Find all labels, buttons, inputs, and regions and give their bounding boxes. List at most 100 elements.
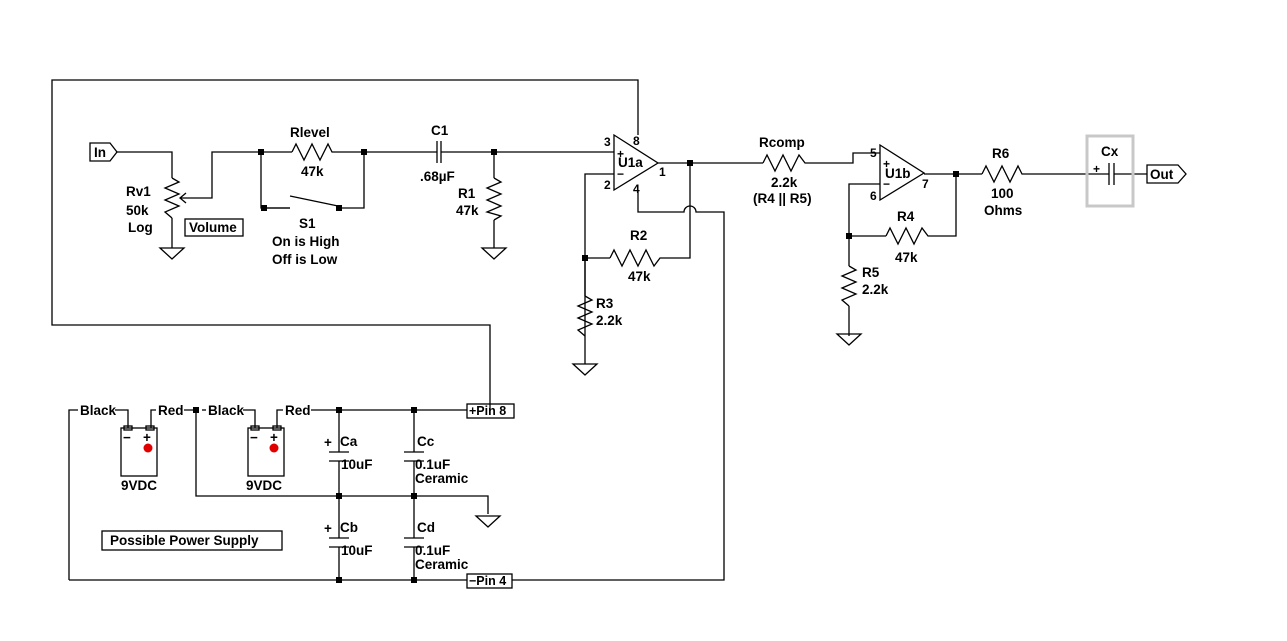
minus-label: − xyxy=(883,177,890,191)
cd-capacitor: Cd 0.1uF Ceramic xyxy=(404,520,469,572)
battery-2: − + 9VDC xyxy=(246,425,285,493)
pin4-label: −Pin 4 xyxy=(469,574,506,588)
cx-label: Cx xyxy=(1101,144,1119,159)
s1-switch: S1 On is High Off is Low xyxy=(266,195,340,267)
r4-value-label: 47k xyxy=(895,250,918,265)
battery-1: − + 9VDC xyxy=(120,425,158,493)
bat2-label: 9VDC xyxy=(246,478,282,493)
u1a-inv-label: 2 xyxy=(604,178,611,192)
ground-icon xyxy=(158,247,186,260)
bat1-label: 9VDC xyxy=(121,478,157,493)
red1-label: Red xyxy=(158,403,184,418)
u1a-label: U1a xyxy=(618,155,643,170)
plus-label: + xyxy=(143,430,151,445)
r6-value-label: 100 xyxy=(991,186,1014,201)
rv1-potentiometer: Rv1 50k Log Volume xyxy=(126,177,244,237)
rlevel-value-label: 47k xyxy=(301,164,324,179)
s1-note2-label: Off is Low xyxy=(272,252,338,267)
r1-value-label: 47k xyxy=(456,203,479,218)
red2-label: Red xyxy=(285,403,311,418)
cx-highlight-box xyxy=(1085,134,1135,208)
minus-label: − xyxy=(617,167,624,181)
plus-label: + xyxy=(324,435,332,450)
plus-label: + xyxy=(270,430,278,445)
cd-label: Cd xyxy=(417,520,435,535)
u1b-inv-label: 6 xyxy=(870,189,877,203)
u1b-label: U1b xyxy=(885,166,911,181)
r1-resistor: R1 47k xyxy=(456,177,503,221)
r5-value-label: 2.2k xyxy=(862,282,889,297)
r1-label: R1 xyxy=(458,186,476,201)
pin8-label: +Pin 8 xyxy=(469,404,506,418)
out-label: Out xyxy=(1150,167,1174,182)
ground-icon xyxy=(480,247,508,260)
ground-symbols xyxy=(158,247,863,528)
r6-label: R6 xyxy=(992,146,1010,161)
wires xyxy=(51,79,1147,581)
ground-icon xyxy=(835,333,863,346)
volume-label: Volume xyxy=(189,220,237,235)
c1-capacitor: C1 .68µF xyxy=(420,123,455,184)
cd-type-label: Ceramic xyxy=(415,557,469,572)
rv1-value-label: 50k xyxy=(126,203,149,218)
r2-value-label: 47k xyxy=(628,269,651,284)
ca-label: Ca xyxy=(340,434,358,449)
u1b-opamp: + − U1b 5 6 7 xyxy=(870,143,929,203)
input-port: In xyxy=(89,142,118,162)
wiper-arrow-icon xyxy=(178,192,192,204)
s1-note1-label: On is High xyxy=(272,234,340,249)
cd-value-label: 0.1uF xyxy=(415,543,450,558)
cb-label: Cb xyxy=(340,520,358,535)
rcomp-resistor: Rcomp 2.2k (R4 || R5) xyxy=(753,135,812,206)
minus-label: − xyxy=(123,430,131,445)
plus-label: + xyxy=(883,157,890,171)
u1b-noninv-label: 5 xyxy=(870,146,877,160)
cc-type-label: Ceramic xyxy=(415,471,469,486)
ca-value-label: 10uF xyxy=(341,457,373,472)
plus-label: + xyxy=(617,147,624,161)
rlevel-resistor: Rlevel 47k xyxy=(290,125,336,179)
positive-terminal-icon xyxy=(269,443,279,453)
ca-capacitor: + Ca 10uF xyxy=(324,434,373,472)
cb-capacitor: + Cb 10uF xyxy=(324,520,373,558)
black2-label: Black xyxy=(208,403,245,418)
cc-label: Cc xyxy=(417,434,435,449)
r3-value-label: 2.2k xyxy=(596,313,623,328)
ground-icon xyxy=(474,515,502,528)
u1b-out-label: 7 xyxy=(922,177,929,191)
black1-label: Black xyxy=(80,403,117,418)
rlevel-label: Rlevel xyxy=(290,125,330,140)
cb-value-label: 10uF xyxy=(341,543,373,558)
r3-resistor: R3 2.2k xyxy=(576,258,623,337)
rcomp-label: Rcomp xyxy=(759,135,805,150)
r6-resistor: R6 100 Ohms xyxy=(981,146,1026,218)
u1a-out-label: 1 xyxy=(659,165,666,179)
plus-label: + xyxy=(1093,162,1100,176)
minus-label: − xyxy=(250,430,258,445)
pin4-label: −Pin 4 xyxy=(466,573,513,589)
u1a-vminus-label: 4 xyxy=(633,182,640,196)
r4-label: R4 xyxy=(897,209,915,224)
cc-capacitor: Cc 0.1uF Ceramic xyxy=(404,434,469,486)
u1a-opamp: + − U1a 3 2 1 8 4 xyxy=(604,133,666,196)
power-supply-label: Possible Power Supply xyxy=(110,533,259,548)
rcomp-note-label: (R4 || R5) xyxy=(753,191,812,206)
s1-label: S1 xyxy=(299,216,316,231)
ground-icon xyxy=(571,363,599,376)
rv1-label: Rv1 xyxy=(126,184,151,199)
r2-label: R2 xyxy=(630,228,647,243)
rv1-taper-label: Log xyxy=(128,220,153,235)
power-supply-caption: Possible Power Supply xyxy=(101,530,283,551)
c1-label: C1 xyxy=(431,123,449,138)
r5-resistor: R5 2.2k xyxy=(840,265,889,307)
c1-value-label: .68µF xyxy=(420,169,455,184)
power-supply: Black Red Black Red − + 9VDC − + 9VDC + xyxy=(80,403,515,589)
r6-unit-label: Ohms xyxy=(984,203,1022,218)
in-label: In xyxy=(94,145,106,160)
r5-label: R5 xyxy=(862,265,880,280)
rcomp-value-label: 2.2k xyxy=(771,175,798,190)
positive-terminal-icon xyxy=(143,443,153,453)
cc-value-label: 0.1uF xyxy=(415,457,450,472)
cx-capacitor: Cx + xyxy=(1085,134,1135,208)
